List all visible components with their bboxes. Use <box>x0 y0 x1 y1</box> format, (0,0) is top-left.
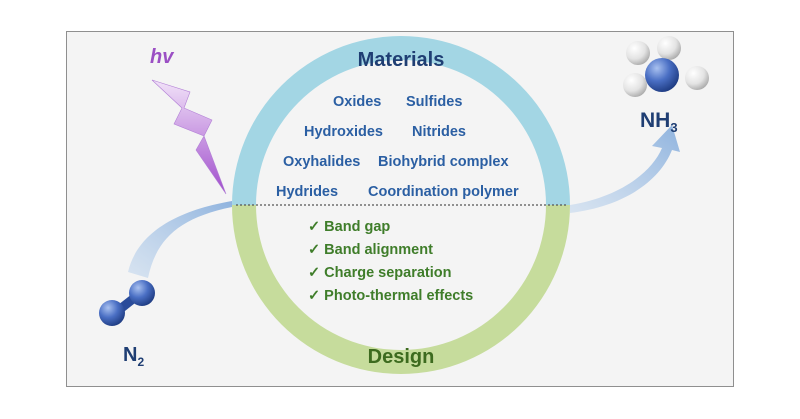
material-item: Oxides <box>333 94 381 110</box>
material-item: Hydroxides <box>304 124 383 140</box>
design-item: ✓ Band gap <box>308 219 390 235</box>
outgoing-arrow <box>570 125 680 213</box>
nh3-molecule-icon <box>623 36 709 97</box>
materials-title: Materials <box>358 49 445 71</box>
design-ring-half <box>232 205 570 374</box>
design-title: Design <box>368 346 435 368</box>
design-list: ✓ Band gap ✓ Band alignment ✓ Charge sep… <box>308 219 473 304</box>
n2-molecule-icon <box>99 280 155 326</box>
material-item: Biohybrid complex <box>378 154 509 170</box>
materials-list: Oxides Sulfides Hydroxides Nitrides Oxyh… <box>276 94 519 200</box>
material-item: Nitrides <box>412 124 466 140</box>
incoming-arrow <box>128 201 232 278</box>
design-item: ✓ Photo-thermal effects <box>308 288 473 304</box>
light-label: hv <box>150 46 175 68</box>
material-item: Oxyhalides <box>283 154 360 170</box>
design-item: ✓ Band alignment <box>308 242 433 258</box>
lightning-bolt-icon <box>151 79 227 195</box>
cycle-ring <box>232 36 570 374</box>
material-item: Sulfides <box>406 94 462 110</box>
materials-ring-half <box>232 36 570 205</box>
n2-formula: N2 <box>123 344 144 369</box>
design-item: ✓ Charge separation <box>308 265 452 281</box>
material-item: Hydrides <box>276 184 338 200</box>
material-item: Coordination polymer <box>368 184 519 200</box>
nh3-formula: NH3 <box>640 109 678 135</box>
